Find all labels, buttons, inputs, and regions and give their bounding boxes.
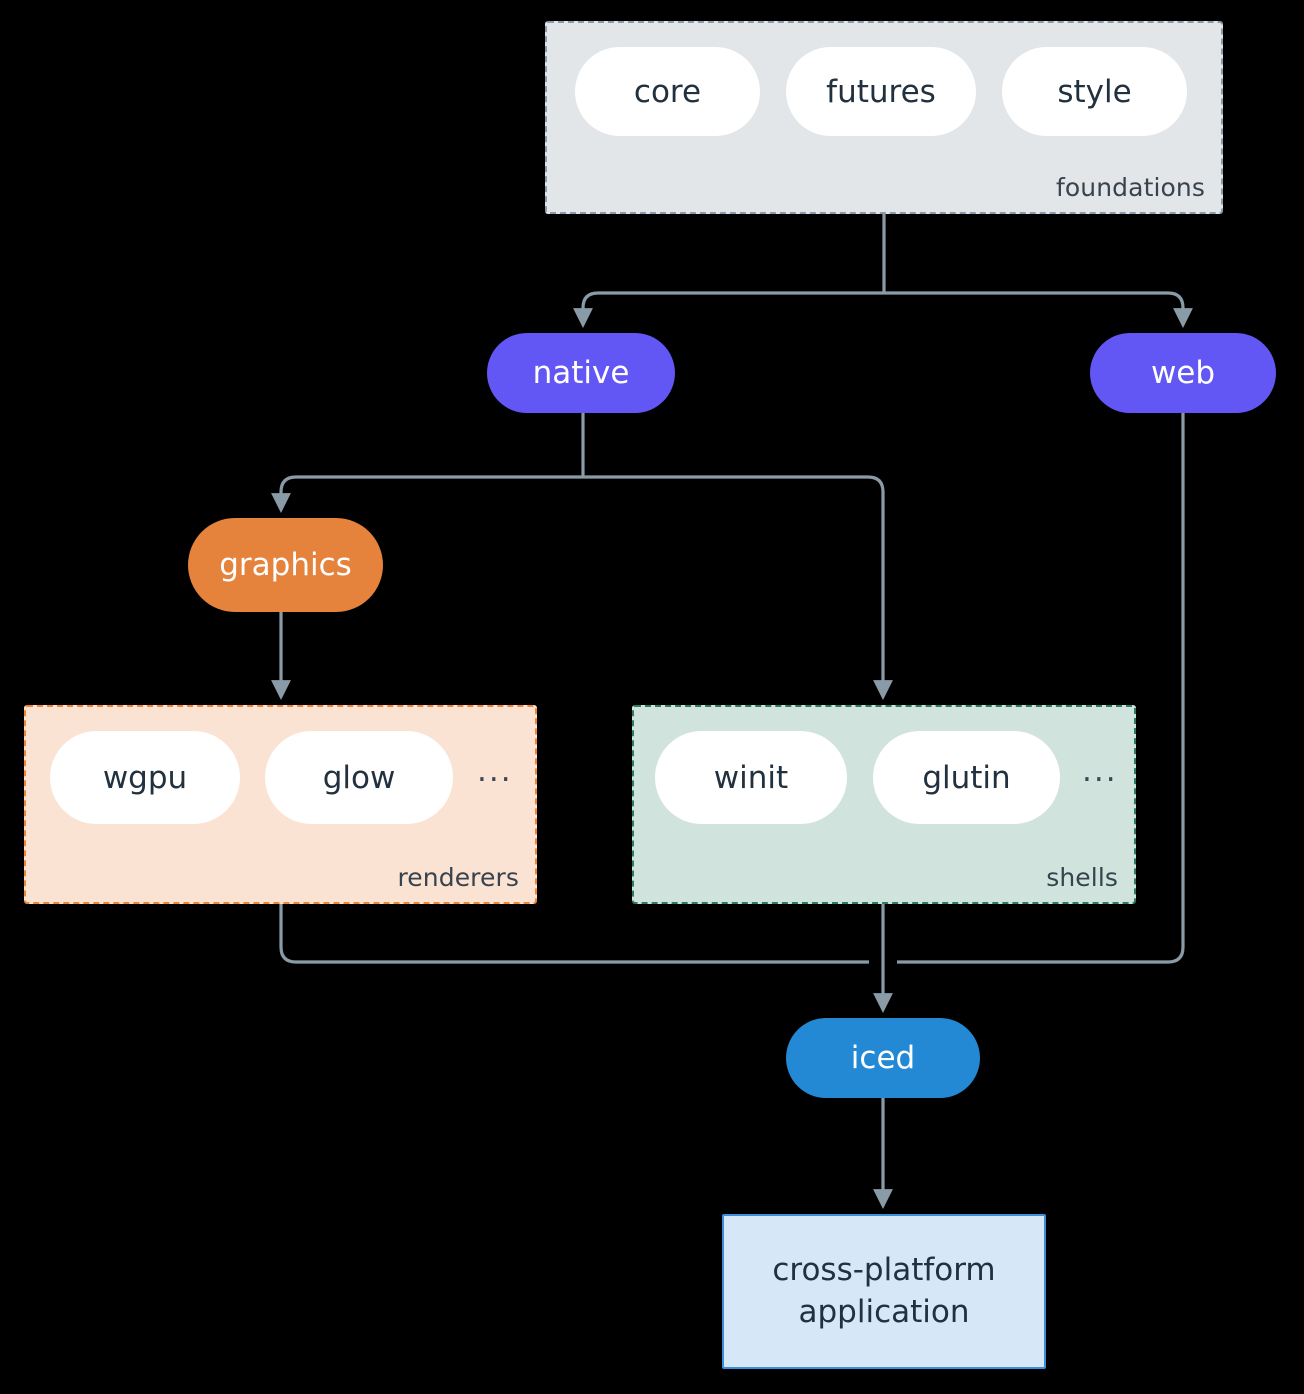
node-iced[interactable]: iced xyxy=(786,1018,980,1098)
node-native-label: native xyxy=(532,355,630,391)
group-foundations[interactable]: core futures style foundations xyxy=(545,21,1223,214)
pill-futures[interactable]: futures xyxy=(786,47,976,136)
shells-more-ellipsis: ... xyxy=(1082,753,1118,789)
group-renderers-label: renderers xyxy=(397,863,519,892)
node-graphics-label: graphics xyxy=(219,547,352,583)
edge-foundations-web xyxy=(884,291,1193,328)
pill-glutin-label: glutin xyxy=(922,759,1011,796)
edge-native-shells xyxy=(583,475,893,700)
group-foundations-label: foundations xyxy=(1056,173,1205,202)
pill-style-label: style xyxy=(1057,73,1132,110)
pill-winit-label: winit xyxy=(713,759,789,796)
pill-winit[interactable]: winit xyxy=(655,731,847,824)
group-shells[interactable]: winit glutin ... shells xyxy=(632,705,1136,904)
group-renderers[interactable]: wgpu glow ... renderers xyxy=(24,705,537,904)
node-web[interactable]: web xyxy=(1090,333,1276,413)
application-label-line1: cross-platform xyxy=(772,1251,996,1288)
pill-style[interactable]: style xyxy=(1002,47,1187,136)
edge-renderers-iced xyxy=(279,904,869,964)
pill-core[interactable]: core xyxy=(575,47,760,136)
renderers-more-ellipsis: ... xyxy=(477,753,513,789)
node-iced-label: iced xyxy=(850,1040,916,1076)
group-shells-label: shells xyxy=(1046,863,1118,892)
pill-core-label: core xyxy=(633,73,702,110)
pill-wgpu-label: wgpu xyxy=(102,759,188,796)
application-label-line2: application xyxy=(798,1293,970,1330)
node-native[interactable]: native xyxy=(487,333,675,413)
pill-futures-label: futures xyxy=(826,73,936,110)
pill-glutin[interactable]: glutin xyxy=(873,731,1060,824)
pill-glow-label: glow xyxy=(322,759,396,796)
edge-foundations-native xyxy=(573,291,884,328)
node-cross-platform-application[interactable]: cross-platform application xyxy=(722,1214,1046,1369)
pill-glow[interactable]: glow xyxy=(265,731,453,824)
pill-wgpu[interactable]: wgpu xyxy=(50,731,240,824)
node-graphics[interactable]: graphics xyxy=(188,518,383,612)
node-web-label: web xyxy=(1150,355,1216,391)
edge-native-graphics xyxy=(271,475,583,513)
